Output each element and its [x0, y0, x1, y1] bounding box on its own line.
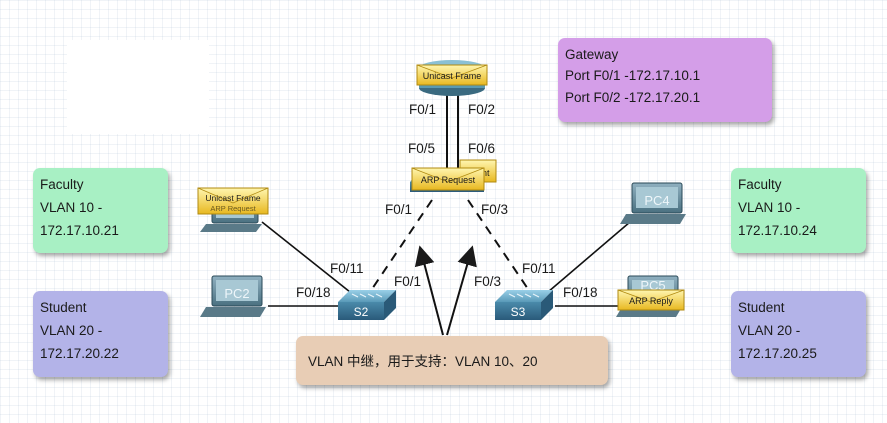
- switch-s2-icon: [338, 290, 396, 320]
- faculty-left-ip: 172.17.10.21: [40, 223, 119, 238]
- port-s1-f01: F0/1: [385, 202, 412, 217]
- gateway-port-f02: Port F0/2 -172.17.20.1: [565, 90, 701, 105]
- port-s1-f06: F0/6: [468, 141, 495, 156]
- gateway-port-f01: Port F0/1 -172.17.10.1: [565, 68, 701, 83]
- port-s2-f01: F0/1: [394, 274, 421, 289]
- s1-request-label: ARP Request: [421, 175, 476, 185]
- pc5-reply-label: ARP Reply: [629, 296, 673, 306]
- s2-label: S2: [354, 305, 369, 319]
- port-s1-f05: F0/5: [408, 141, 435, 156]
- trunk-arrow-left: [414, 245, 444, 336]
- pc1-frame-label: Unicast Frame: [205, 193, 261, 203]
- link-s1-s2-trunk: [369, 199, 433, 293]
- port-s1-f03: F0/3: [481, 202, 508, 217]
- student-right-box: Student VLAN 20 - 172.17.20.25: [731, 291, 866, 377]
- faculty-right-vlan: VLAN 10 -: [738, 200, 801, 215]
- link-s1-s3-trunk: [467, 199, 531, 293]
- student-right-label: Student: [738, 300, 785, 315]
- trunk-note-text: VLAN 中继，用于支持：VLAN 10、20: [308, 354, 538, 369]
- blank-area: [67, 40, 209, 134]
- router-frame-label: Unicast Frame: [423, 71, 482, 81]
- link-pc4-s3: [547, 221, 631, 293]
- pc4-label: PC4: [644, 193, 669, 208]
- port-s3-f011: F0/11: [522, 261, 556, 276]
- pc2-icon: [200, 275, 266, 317]
- pc5-label: PC5: [640, 278, 665, 293]
- port-s3-f03: F0/3: [474, 274, 501, 289]
- port-s2-f011: F0/11: [330, 261, 364, 276]
- trunk-arrow-right: [446, 245, 477, 336]
- switch-s3-icon: [495, 290, 553, 320]
- envelope-icon: [617, 289, 685, 311]
- student-right-ip: 172.17.20.25: [738, 346, 817, 361]
- faculty-left-vlan: VLAN 10 -: [40, 200, 103, 215]
- port-s2-f018: F0/18: [296, 285, 331, 300]
- pc4-icon: [620, 182, 686, 224]
- faculty-right-label: Faculty: [738, 177, 782, 192]
- port-router-f02: F0/2: [468, 102, 495, 117]
- port-router-f01: F0/1: [409, 102, 436, 117]
- student-left-label: Student: [40, 300, 87, 315]
- envelope-icon: [197, 187, 269, 215]
- trunk-note-box: VLAN 中继，用于支持：VLAN 10、20: [296, 336, 608, 385]
- s3-label: S3: [511, 305, 526, 319]
- pc1-hidden-label: ARP Request: [210, 204, 256, 213]
- envelope-icon: [411, 167, 485, 191]
- envelope-icon: [416, 64, 488, 86]
- link-pc1-s2: [261, 221, 351, 293]
- student-left-vlan: VLAN 20 -: [40, 323, 103, 338]
- faculty-left-label: Faculty: [40, 177, 84, 192]
- port-s3-f018: F0/18: [563, 285, 598, 300]
- pc2-label: PC2: [224, 286, 249, 301]
- student-left-ip: 172.17.20.22: [40, 346, 119, 361]
- faculty-left-box: Faculty VLAN 10 - 172.17.10.21: [33, 168, 168, 253]
- faculty-right-ip: 172.17.10.24: [738, 223, 817, 238]
- gateway-box: Gateway Port F0/1 -172.17.10.1 Port F0/2…: [558, 38, 772, 122]
- faculty-right-box: Faculty VLAN 10 - 172.17.10.24: [731, 168, 866, 253]
- gateway-title: Gateway: [565, 47, 619, 62]
- student-right-vlan: VLAN 20 -: [738, 323, 801, 338]
- student-left-box: Student VLAN 20 - 172.17.20.22: [33, 291, 168, 377]
- s1-hidden-label: nt: [482, 168, 490, 178]
